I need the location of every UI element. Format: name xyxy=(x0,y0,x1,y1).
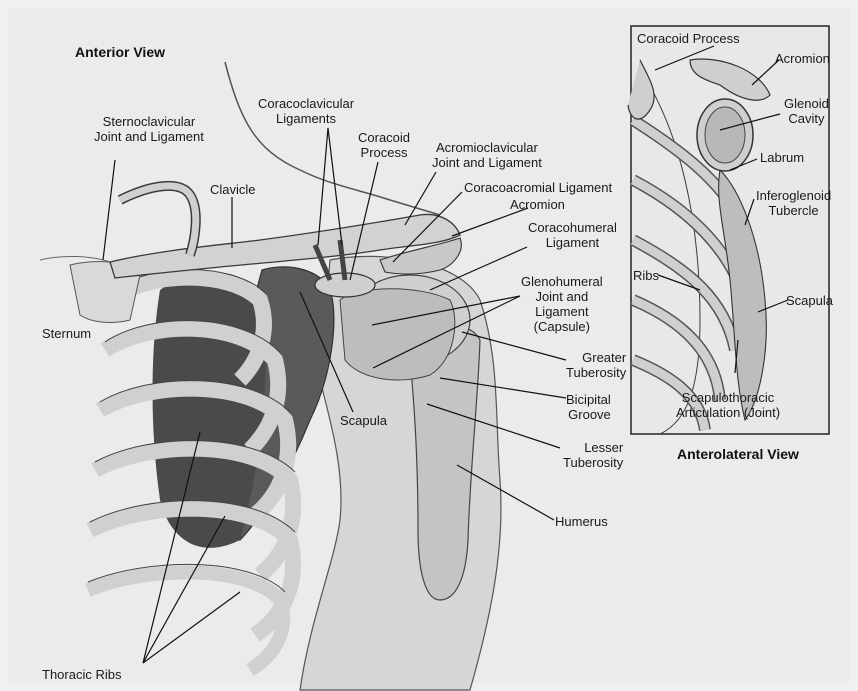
anterolateral-view-title: Anterolateral View xyxy=(677,446,799,462)
label-coracoclavicular: Coracoclavicular Ligaments xyxy=(258,96,354,126)
label-bicipital-groove: Bicipital Groove xyxy=(566,392,611,422)
label-scapula: Scapula xyxy=(340,413,387,428)
inset-label-scapula: Scapula xyxy=(786,293,833,308)
label-thoracic-ribs: Thoracic Ribs xyxy=(42,667,121,682)
label-clavicle: Clavicle xyxy=(210,182,256,197)
label-humerus: Humerus xyxy=(555,514,608,529)
label-acromion: Acromion xyxy=(510,197,565,212)
inset-label-ribs: Ribs xyxy=(633,268,659,283)
label-sternoclavicular: Sternoclavicular Joint and Ligament xyxy=(94,114,204,144)
inset-label-glenoid-cavity: Glenoid Cavity xyxy=(784,96,829,126)
label-acromioclavicular: Acromioclavicular Joint and Ligament xyxy=(432,140,542,170)
inset-label-labrum: Labrum xyxy=(760,150,804,165)
label-sternum: Sternum xyxy=(42,326,91,341)
label-greater-tuberosity: Greater Tuberosity xyxy=(566,350,626,380)
label-coracohumeral: Coracohumeral Ligament xyxy=(528,220,617,250)
inset-label-inferoglenoid-tubercle: Inferoglenoid Tubercle xyxy=(756,188,831,218)
inset-label-coracoid-process: Coracoid Process xyxy=(637,31,740,46)
label-coracoid-process: Coracoid Process xyxy=(358,130,410,160)
label-glenohumeral: Glenohumeral Joint and Ligament (Capsule… xyxy=(521,274,603,334)
label-coracoacromial: Coracoacromial Ligament xyxy=(464,180,612,195)
glenohumeral-capsule xyxy=(340,289,455,380)
anterior-view-title: Anterior View xyxy=(75,44,165,60)
label-lesser-tuberosity: Lesser Tuberosity xyxy=(563,440,623,470)
inset-label-acromion: Acromion xyxy=(775,51,830,66)
inset-label-scapulothoracic: Scapulothoracic Articulation (Joint) xyxy=(676,390,780,420)
